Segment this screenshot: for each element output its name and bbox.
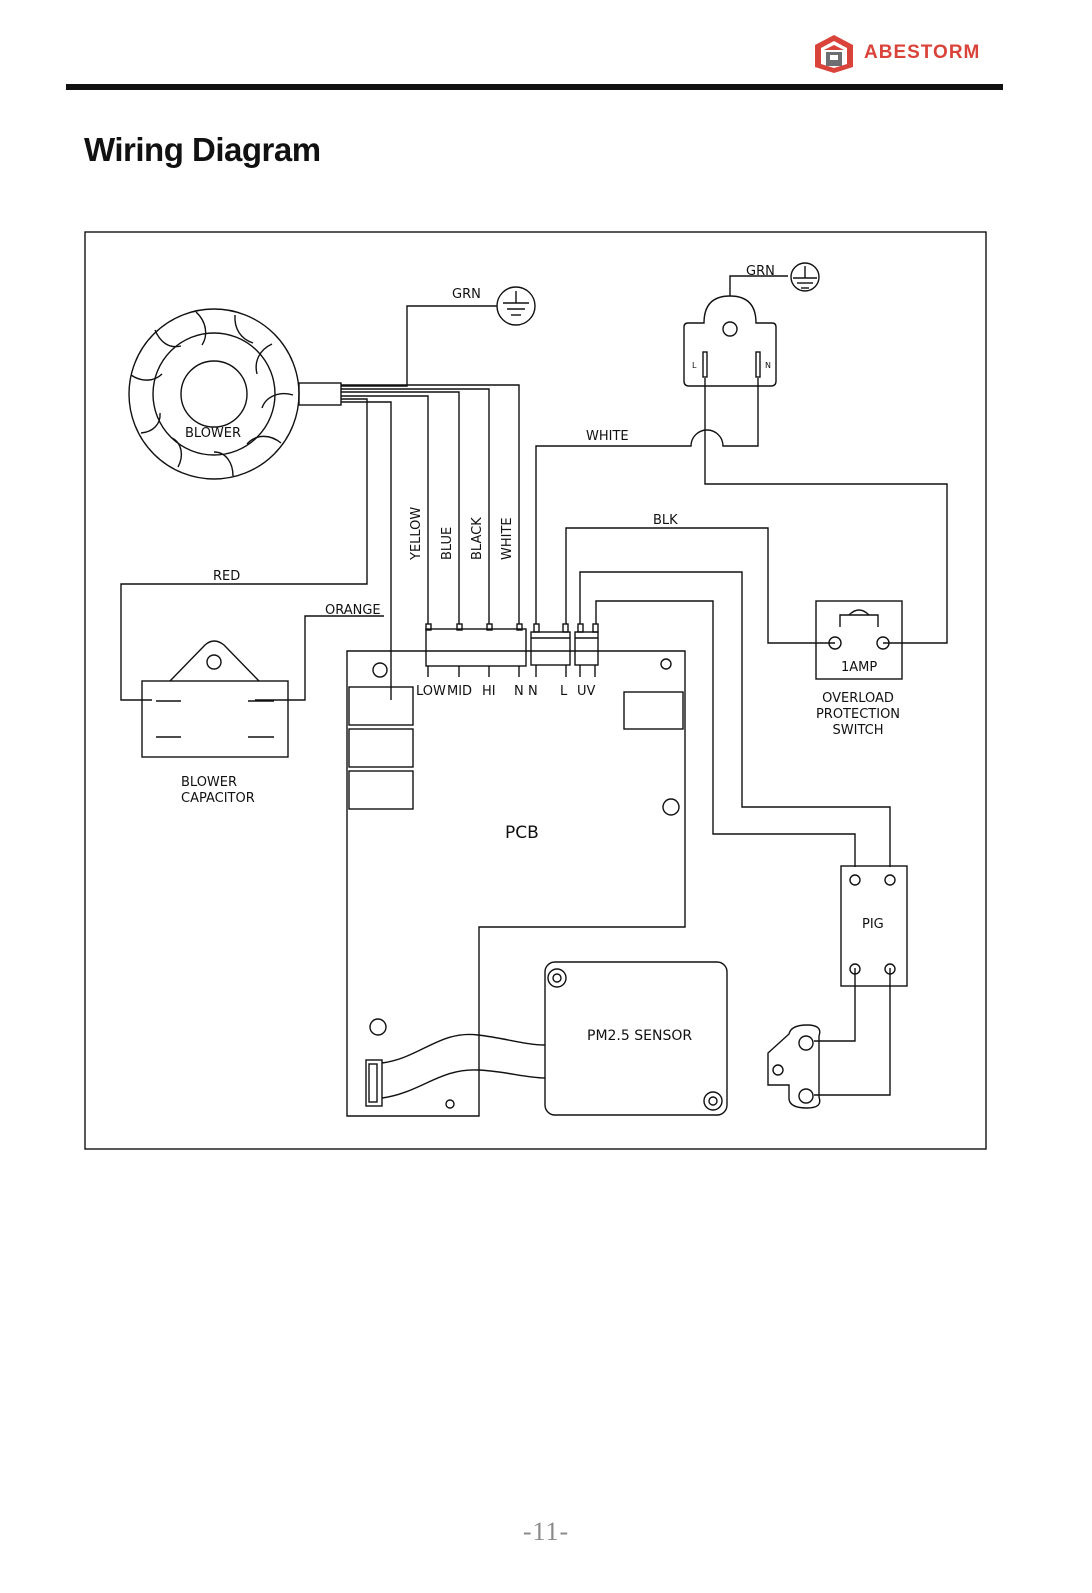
blue-wire-label: BLUE [440,527,455,560]
orange-wire-label: ORANGE [325,603,381,618]
pig-label: PIG [862,917,884,932]
sensor-label: PM2.5 SENSOR [587,1028,692,1044]
terminal-l-label: L [560,684,568,699]
overload-rating-label: 1AMP [841,660,877,675]
terminal-low-label: LOW [416,684,446,699]
black-wire-label: BLACK [470,517,485,560]
capacitor-label-line1: BLOWER [181,775,237,790]
blower-fan [129,309,341,479]
power-plug [684,276,788,386]
terminal-hi-label: HI [482,684,496,699]
pcb-board [347,651,685,1116]
uv-lamp-bracket [768,1025,820,1108]
terminal-uv-label: UV [577,684,596,699]
ground-label-plug: GRN [746,264,775,279]
blower-capacitor [142,641,288,757]
red-wire-label: RED [213,569,240,584]
blower-label: BLOWER [185,426,241,441]
white-main-label: WHITE [586,429,629,444]
white-wire-label: WHITE [500,517,515,560]
capacitor-label-line2: CAPACITOR [181,791,255,806]
black-main-label: BLK [653,513,678,528]
ground-label-blower: GRN [452,287,481,302]
pcb-label: PCB [505,823,539,843]
ground-symbol-plug [791,263,819,291]
ground-symbol-blower [497,287,535,325]
overload-label-line1: OVERLOAD [822,691,894,706]
terminal-mid-label: MID [447,684,472,699]
page-number: -11- [0,1517,1092,1547]
overload-label-line3: SWITCH [833,723,884,738]
terminal-n2-label: N [528,684,538,699]
yellow-wire-label: YELLOW [409,507,424,561]
overload-label-line2: PROTECTION [816,707,900,722]
terminal-n1-label: N [514,684,524,699]
plug-l-label: L [692,361,697,370]
plug-n-label: N [765,361,771,370]
